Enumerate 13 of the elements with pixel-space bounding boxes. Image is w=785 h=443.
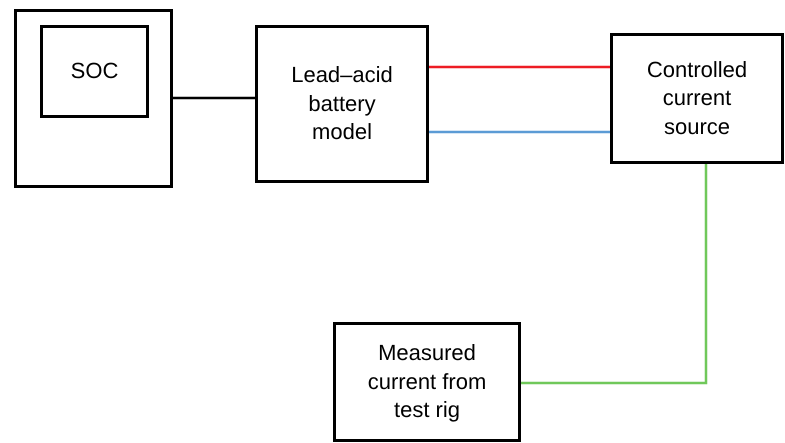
container-box: [14, 9, 173, 188]
connector-line: [429, 130, 610, 134]
box-label: Lead–acid battery model: [290, 61, 394, 146]
box-label: Controlled current source: [646, 56, 748, 141]
box-label: Measured current from test rig: [366, 339, 488, 424]
connector-line: [521, 164, 708, 384]
process-box: [40, 25, 149, 118]
box-label: SOC: [70, 57, 118, 86]
connector-line: [173, 96, 255, 100]
process-box: [255, 25, 429, 183]
connector-line: [429, 66, 610, 68]
process-box: [333, 322, 521, 442]
process-box: [610, 33, 784, 164]
